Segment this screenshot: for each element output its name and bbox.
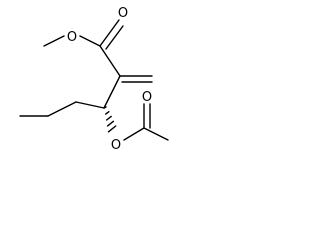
bond-methoxy-o-to-ester-carbon [79, 35, 101, 47]
atom-o-acetoxy: O [109, 137, 123, 153]
bond-ester-carbonyl-b [105, 25, 124, 50]
atom-o-methoxy: O [65, 29, 79, 45]
bond-ester-carbon-to-alpha [99, 45, 121, 77]
atom-o-acetoxy-label: O [111, 138, 121, 153]
atom-o-methoxy-label: O [67, 30, 77, 45]
bond-alpha-to-stereocenter [103, 75, 121, 109]
bond-acyl-carbon-to-methyl [143, 127, 169, 141]
bond-propyl-c1-to-c2 [47, 101, 77, 117]
atom-o-carbonyl-acetyl: O [140, 89, 154, 105]
chemical-structure: O O O O [19, 5, 169, 153]
bond-methyl-to-methoxy-o [43, 35, 65, 47]
atom-o-carbonyl-acetyl-label: O [142, 90, 152, 105]
bond-stereocenter-to-propyl-c1 [75, 101, 105, 109]
bond-ester-carbonyl-a [99, 19, 120, 47]
atom-o-carbonyl-ester: O [116, 5, 130, 21]
bond-acetoxy-o-to-acyl-carbon [123, 127, 145, 141]
bond-stereocenter-to-acetoxy-o-hashed [103, 106, 117, 133]
atom-o-carbonyl-ester-label: O [118, 6, 128, 21]
